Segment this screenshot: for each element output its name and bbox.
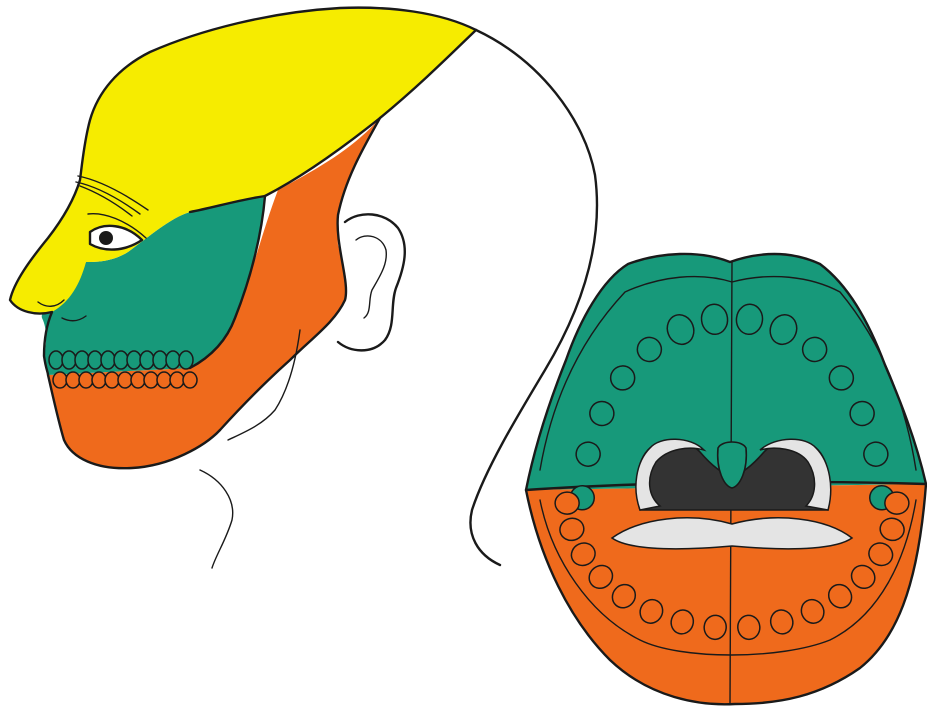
lower-teeth-lateral — [53, 372, 197, 388]
upper-tooth — [88, 351, 102, 369]
head-lateral-view — [10, 8, 597, 568]
lower-tooth — [157, 372, 171, 388]
lower-tooth — [170, 372, 184, 388]
lower-tooth — [555, 492, 580, 515]
ear — [338, 214, 405, 350]
upper-teeth-lateral — [49, 351, 193, 369]
ear-inner — [356, 236, 386, 318]
neck-front-line — [200, 470, 233, 568]
open-mouth-view — [526, 254, 926, 704]
upper-tooth — [101, 351, 115, 369]
lower-tooth — [53, 372, 67, 388]
lower-tooth — [884, 492, 909, 515]
lower-tooth — [144, 372, 158, 388]
lower-tooth — [183, 372, 197, 388]
lower-tooth — [92, 372, 106, 388]
upper-tooth — [49, 351, 63, 369]
upper-tooth — [140, 351, 154, 369]
lower-tooth — [131, 372, 145, 388]
upper-tooth — [75, 351, 89, 369]
upper-tooth — [114, 351, 128, 369]
lower-tooth — [66, 372, 80, 388]
lower-tooth — [79, 372, 93, 388]
lower-tooth — [118, 372, 132, 388]
upper-tooth — [127, 351, 141, 369]
upper-tooth — [179, 351, 193, 369]
mandibular-region-mouth — [526, 484, 926, 704]
upper-tooth — [166, 351, 180, 369]
upper-tooth — [62, 351, 76, 369]
upper-tooth — [153, 351, 167, 369]
lower-tooth — [105, 372, 119, 388]
